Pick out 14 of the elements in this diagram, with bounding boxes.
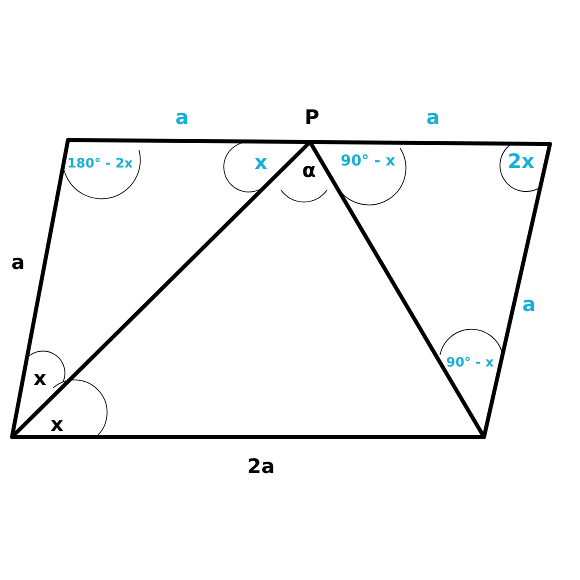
angle-label: x: [50, 414, 64, 434]
angle-label: 90° - x: [446, 356, 494, 370]
angle-label: 2x: [508, 151, 534, 171]
angle-label: 180° - 2x: [67, 158, 133, 170]
angle-label: x: [254, 152, 268, 172]
side-label: a: [426, 107, 440, 127]
side-label: 2a: [247, 456, 275, 476]
angle-label: α: [302, 160, 316, 180]
side-label: a: [11, 252, 25, 272]
side-label: a: [175, 107, 189, 127]
side-label: a: [522, 294, 536, 314]
angle-label: 90° - x: [340, 154, 396, 168]
point-label: P: [304, 107, 320, 127]
angle-label: x: [34, 368, 46, 388]
